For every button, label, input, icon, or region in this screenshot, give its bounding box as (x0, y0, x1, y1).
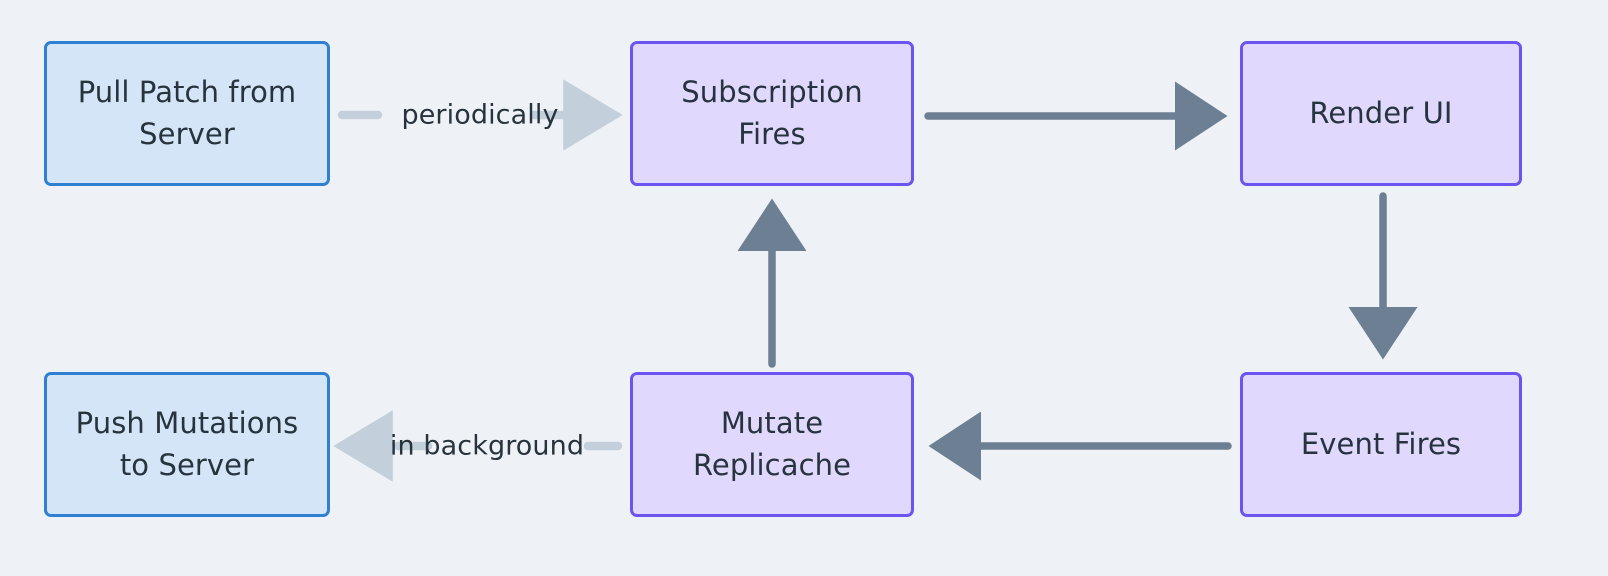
node-mutate-replicache[interactable]: Mutate Replicache (630, 372, 914, 517)
node-event-fires[interactable]: Event Fires (1240, 372, 1522, 517)
node-label: Event Fires (1300, 426, 1462, 461)
node-push-mutations-to-server[interactable]: Push Mutations to Server (44, 372, 330, 517)
node-label: Push Mutations to Server (75, 406, 299, 482)
edge-label-periodically: periodically (401, 99, 559, 131)
node-pull-patch-from-server[interactable]: Pull Patch from Server (44, 41, 330, 186)
node-render-ui[interactable]: Render UI (1240, 41, 1522, 186)
node-label: Render UI (1309, 95, 1453, 130)
node-label: Mutate Replicache (692, 406, 852, 482)
node-label: Pull Patch from Server (77, 75, 297, 151)
node-label: Subscription Fires (681, 75, 863, 151)
edge-label-in-background: in background (389, 430, 585, 462)
node-subscription-fires[interactable]: Subscription Fires (630, 41, 914, 186)
